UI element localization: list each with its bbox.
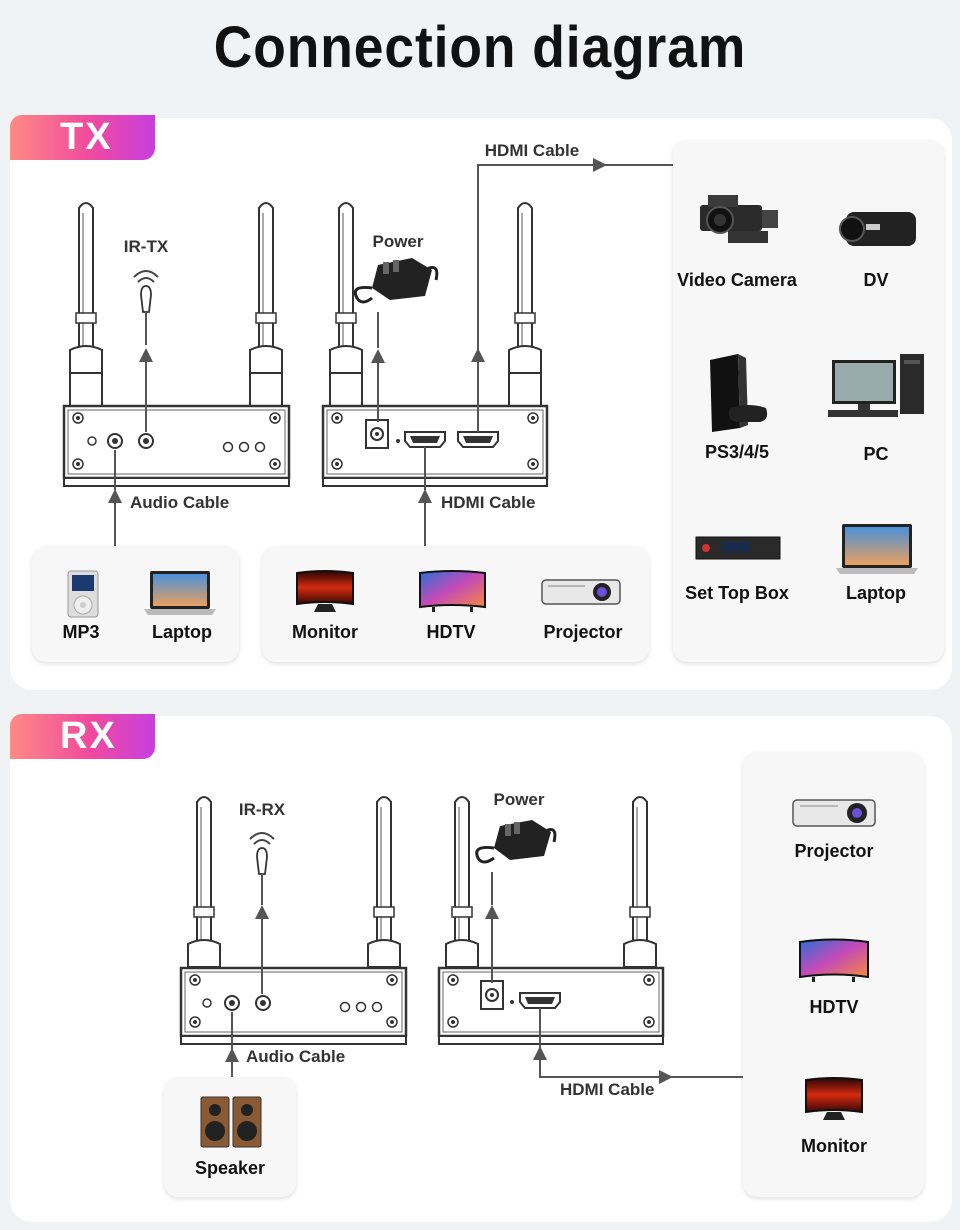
mp3-label: MP3 xyxy=(62,622,100,642)
rx-unit-hdmi xyxy=(437,796,665,1045)
tx-power-label: Power xyxy=(372,232,424,251)
rx-hdtv-label: HDTV xyxy=(809,997,859,1017)
ir-tx-sensor-icon xyxy=(133,270,159,432)
rx-projector-icon xyxy=(792,799,876,827)
set-top-box-icon xyxy=(695,536,781,560)
hdtv-icon xyxy=(419,570,486,612)
speaker-label: Speaker xyxy=(194,1158,266,1178)
projector-icon xyxy=(541,579,621,605)
rx-unit-audio xyxy=(179,796,408,1045)
pc-label: PC xyxy=(863,444,889,464)
dv-icon xyxy=(839,212,916,246)
monitor-label: Monitor xyxy=(292,622,358,642)
tx-audio-cable-label: Audio Cable xyxy=(130,493,230,512)
mp3-icon xyxy=(67,570,99,618)
rx-hdmi-cable-label: HDMI Cable xyxy=(560,1080,655,1099)
tx-tag: TX xyxy=(10,115,155,160)
rx-speaker-card xyxy=(164,1077,296,1197)
ir-tx-label: IR-TX xyxy=(123,237,169,256)
ir-rx-label: IR-RX xyxy=(238,800,286,819)
ps-label: PS3/4/5 xyxy=(704,442,770,462)
rx-tag: RX xyxy=(10,714,155,759)
page-title: Connection diagram xyxy=(213,15,747,80)
set-top-box-label: Set Top Box xyxy=(685,583,789,603)
hdtv-label: HDTV xyxy=(426,622,476,642)
rx-monitor-label: Monitor xyxy=(801,1136,867,1156)
tx-unit-audio xyxy=(62,202,291,487)
rx-audio-cable-label: Audio Cable xyxy=(246,1047,346,1066)
rx-projector-label: Projector xyxy=(794,841,874,861)
laptop-icon-sources xyxy=(836,524,918,574)
rx-hdtv-icon xyxy=(799,938,869,982)
laptop-icon xyxy=(144,571,216,615)
tx-unit-hdmi xyxy=(321,202,549,487)
rx-power-label: Power xyxy=(493,790,545,809)
rx-power-adapter-icon xyxy=(475,820,557,983)
tx-hdmi-top-label: HDMI Cable xyxy=(484,141,580,160)
ps-console-icon xyxy=(710,354,768,432)
dv-label: DV xyxy=(863,270,889,290)
rx-monitor-icon xyxy=(805,1077,863,1120)
projector-label: Projector xyxy=(543,622,623,642)
sources-laptop-label: Laptop xyxy=(846,583,906,603)
speaker-icon xyxy=(200,1096,262,1148)
video-camera-icon xyxy=(700,195,778,243)
pc-icon xyxy=(828,354,924,417)
laptop-label: Laptop xyxy=(152,622,212,642)
ir-rx-sensor-icon xyxy=(249,832,275,994)
tx-power-adapter-icon xyxy=(353,258,439,422)
video-camera-label: Video Camera xyxy=(677,270,797,290)
monitor-icon xyxy=(296,570,354,612)
tx-hdmi-bottom-label: HDMI Cable xyxy=(441,493,536,512)
